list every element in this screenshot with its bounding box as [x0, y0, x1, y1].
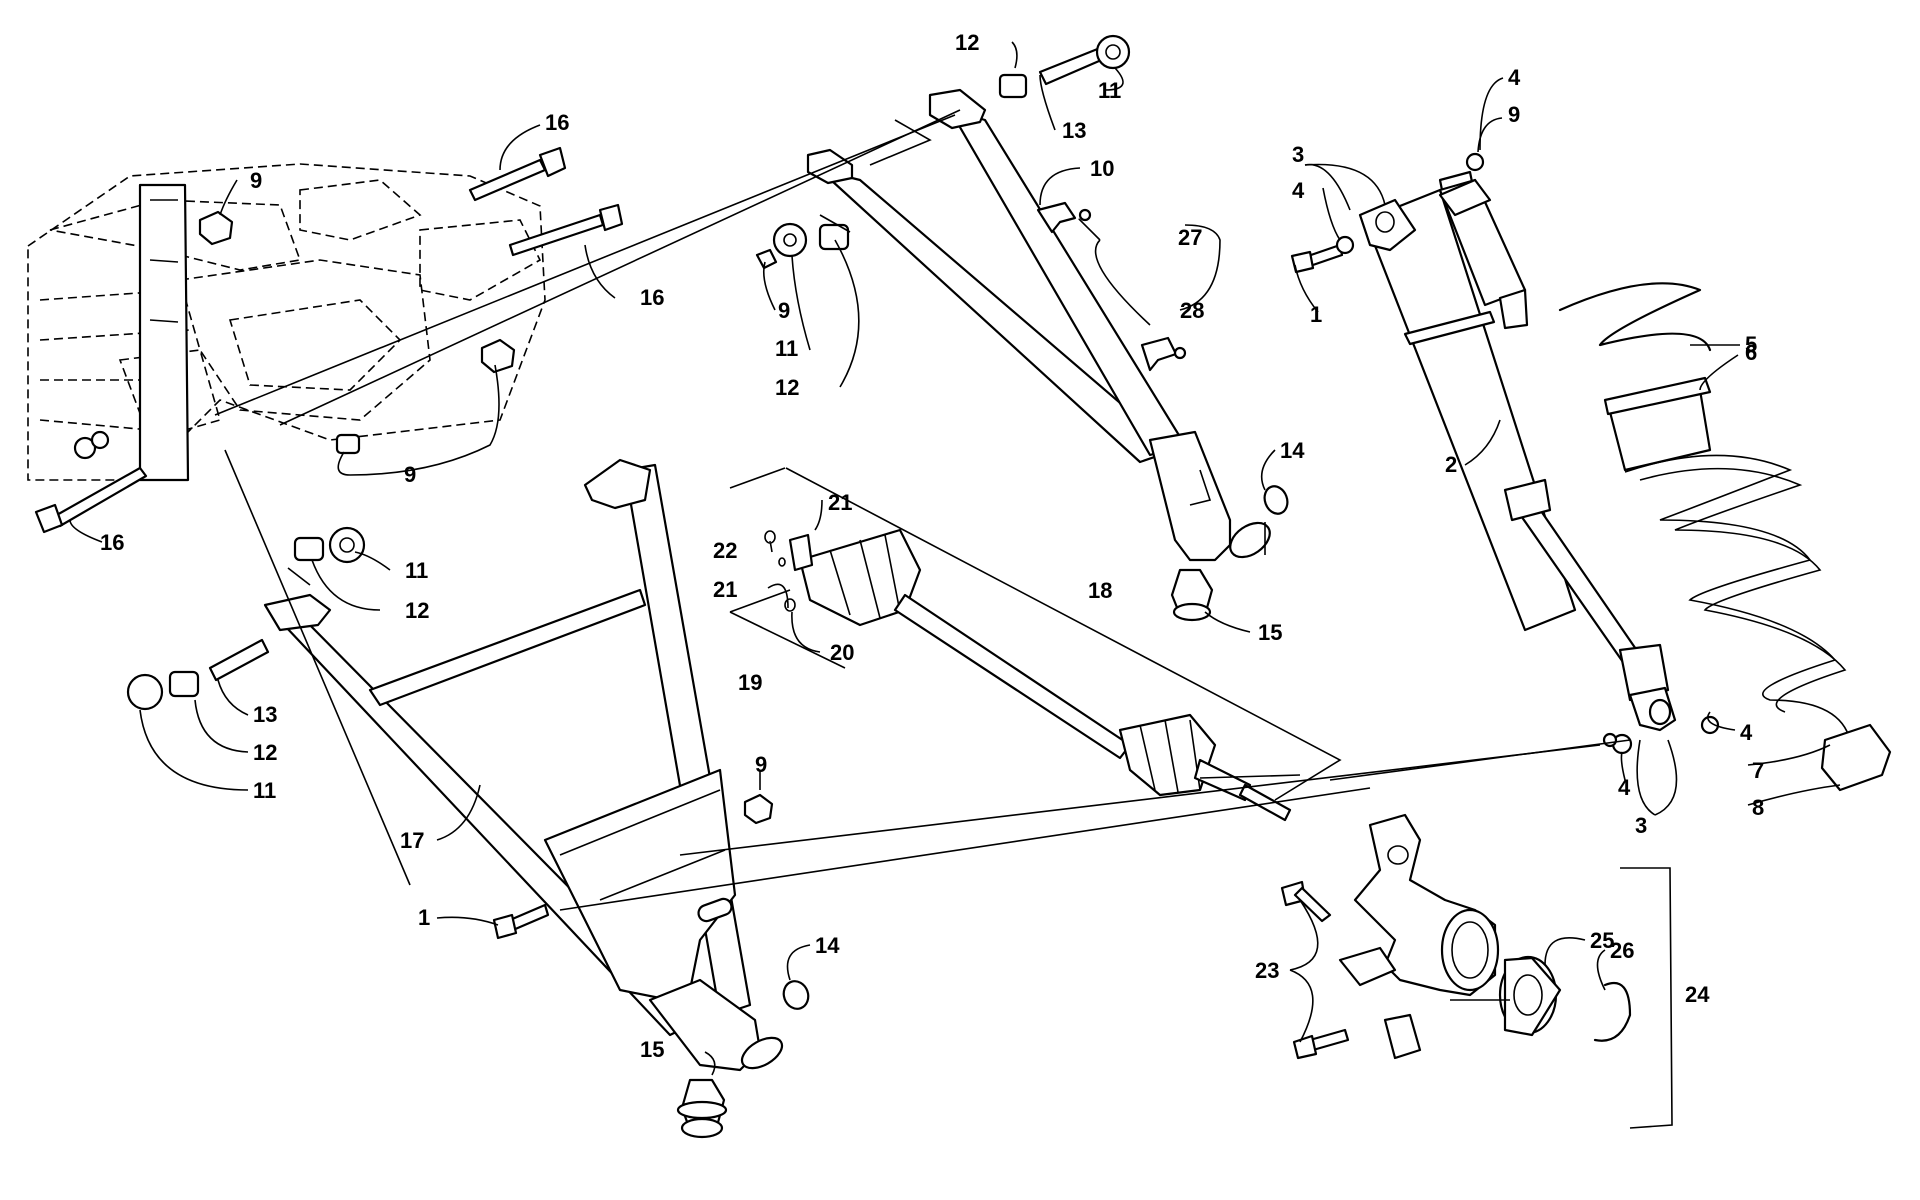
shock-absorber [1358, 178, 1677, 732]
callout-12d: 12 [775, 375, 799, 400]
callout-16c: 16 [100, 530, 124, 555]
callout-11c: 11 [1098, 78, 1121, 103]
frame-assembly [27, 163, 546, 482]
callout-21b: 21 [713, 577, 737, 602]
callout-27: 27 [1178, 225, 1202, 250]
callout-3a: 3 [1292, 142, 1304, 167]
callout-1b: 1 [1310, 302, 1322, 327]
callout-15b: 15 [1258, 620, 1282, 645]
callout-25: 25 [1590, 928, 1614, 953]
callout-8: 8 [1752, 795, 1764, 820]
callout-6: 6 [1745, 340, 1757, 365]
callout-4b: 4 [1508, 65, 1521, 90]
callout-11d: 11 [775, 336, 798, 361]
callout-14b: 14 [1280, 438, 1305, 463]
callout-2: 2 [1445, 452, 1457, 477]
callout-9a: 9 [250, 168, 262, 193]
coil-spring [1558, 282, 1892, 792]
callout-9b: 9 [404, 462, 416, 487]
leader-lines [69, 41, 1841, 1076]
callout-3b: 3 [1635, 813, 1647, 838]
callout-11a: 11 [405, 558, 428, 583]
callout-20: 20 [830, 640, 854, 665]
wheel-bearing [1498, 955, 1562, 1037]
callout-labels: 16 9 16 9 16 11 12 13 12 11 17 1 9 14 15… [100, 30, 1764, 1062]
lower-arm-bushings [126, 526, 366, 711]
callout-4c: 4 [1740, 720, 1753, 745]
callout-26: 26 [1610, 938, 1634, 963]
callout-brackets [287, 119, 1673, 1129]
callout-9c: 9 [755, 752, 767, 777]
callout-12a: 12 [405, 598, 429, 623]
callout-16b: 16 [640, 285, 664, 310]
callout-22: 22 [713, 538, 737, 563]
nuts-and-washers [198, 152, 1720, 825]
callout-12c: 12 [955, 30, 979, 55]
callout-13a: 13 [253, 702, 277, 727]
callout-18: 18 [1088, 578, 1112, 603]
reference-lines [214, 109, 1631, 1001]
callout-16a: 16 [545, 110, 569, 135]
callout-9d: 9 [778, 298, 790, 323]
callout-4d: 4 [1618, 775, 1631, 800]
callout-28: 28 [1180, 298, 1204, 323]
upper-a-arm [806, 88, 1271, 562]
callout-9e: 9 [1508, 102, 1520, 127]
callout-10: 10 [1090, 156, 1114, 181]
callout-17: 17 [400, 828, 424, 853]
drive-shaft-assembly [788, 528, 1292, 822]
callout-5: 5 [1745, 332, 1757, 357]
callout-12b: 12 [253, 740, 277, 765]
callout-7: 7 [1752, 758, 1764, 783]
snap-ring [1593, 982, 1632, 1042]
callout-13b: 13 [1062, 118, 1086, 143]
steering-knuckle [1338, 813, 1500, 1060]
brackets [1036, 201, 1187, 372]
callout-24: 24 [1685, 982, 1710, 1007]
callout-19: 19 [738, 670, 762, 695]
callout-15a: 15 [640, 1037, 664, 1062]
callout-11b: 11 [253, 778, 276, 803]
callout-14a: 14 [815, 933, 840, 958]
lower-a-arm [263, 458, 784, 1072]
callout-4a: 4 [1292, 178, 1305, 203]
callout-1a: 1 [418, 905, 430, 930]
callout-23: 23 [1255, 958, 1279, 983]
upper-arm-bushings [755, 34, 1131, 270]
ball-joints [676, 485, 1289, 1139]
bolts [34, 146, 1474, 1060]
callout-21a: 21 [828, 490, 852, 515]
